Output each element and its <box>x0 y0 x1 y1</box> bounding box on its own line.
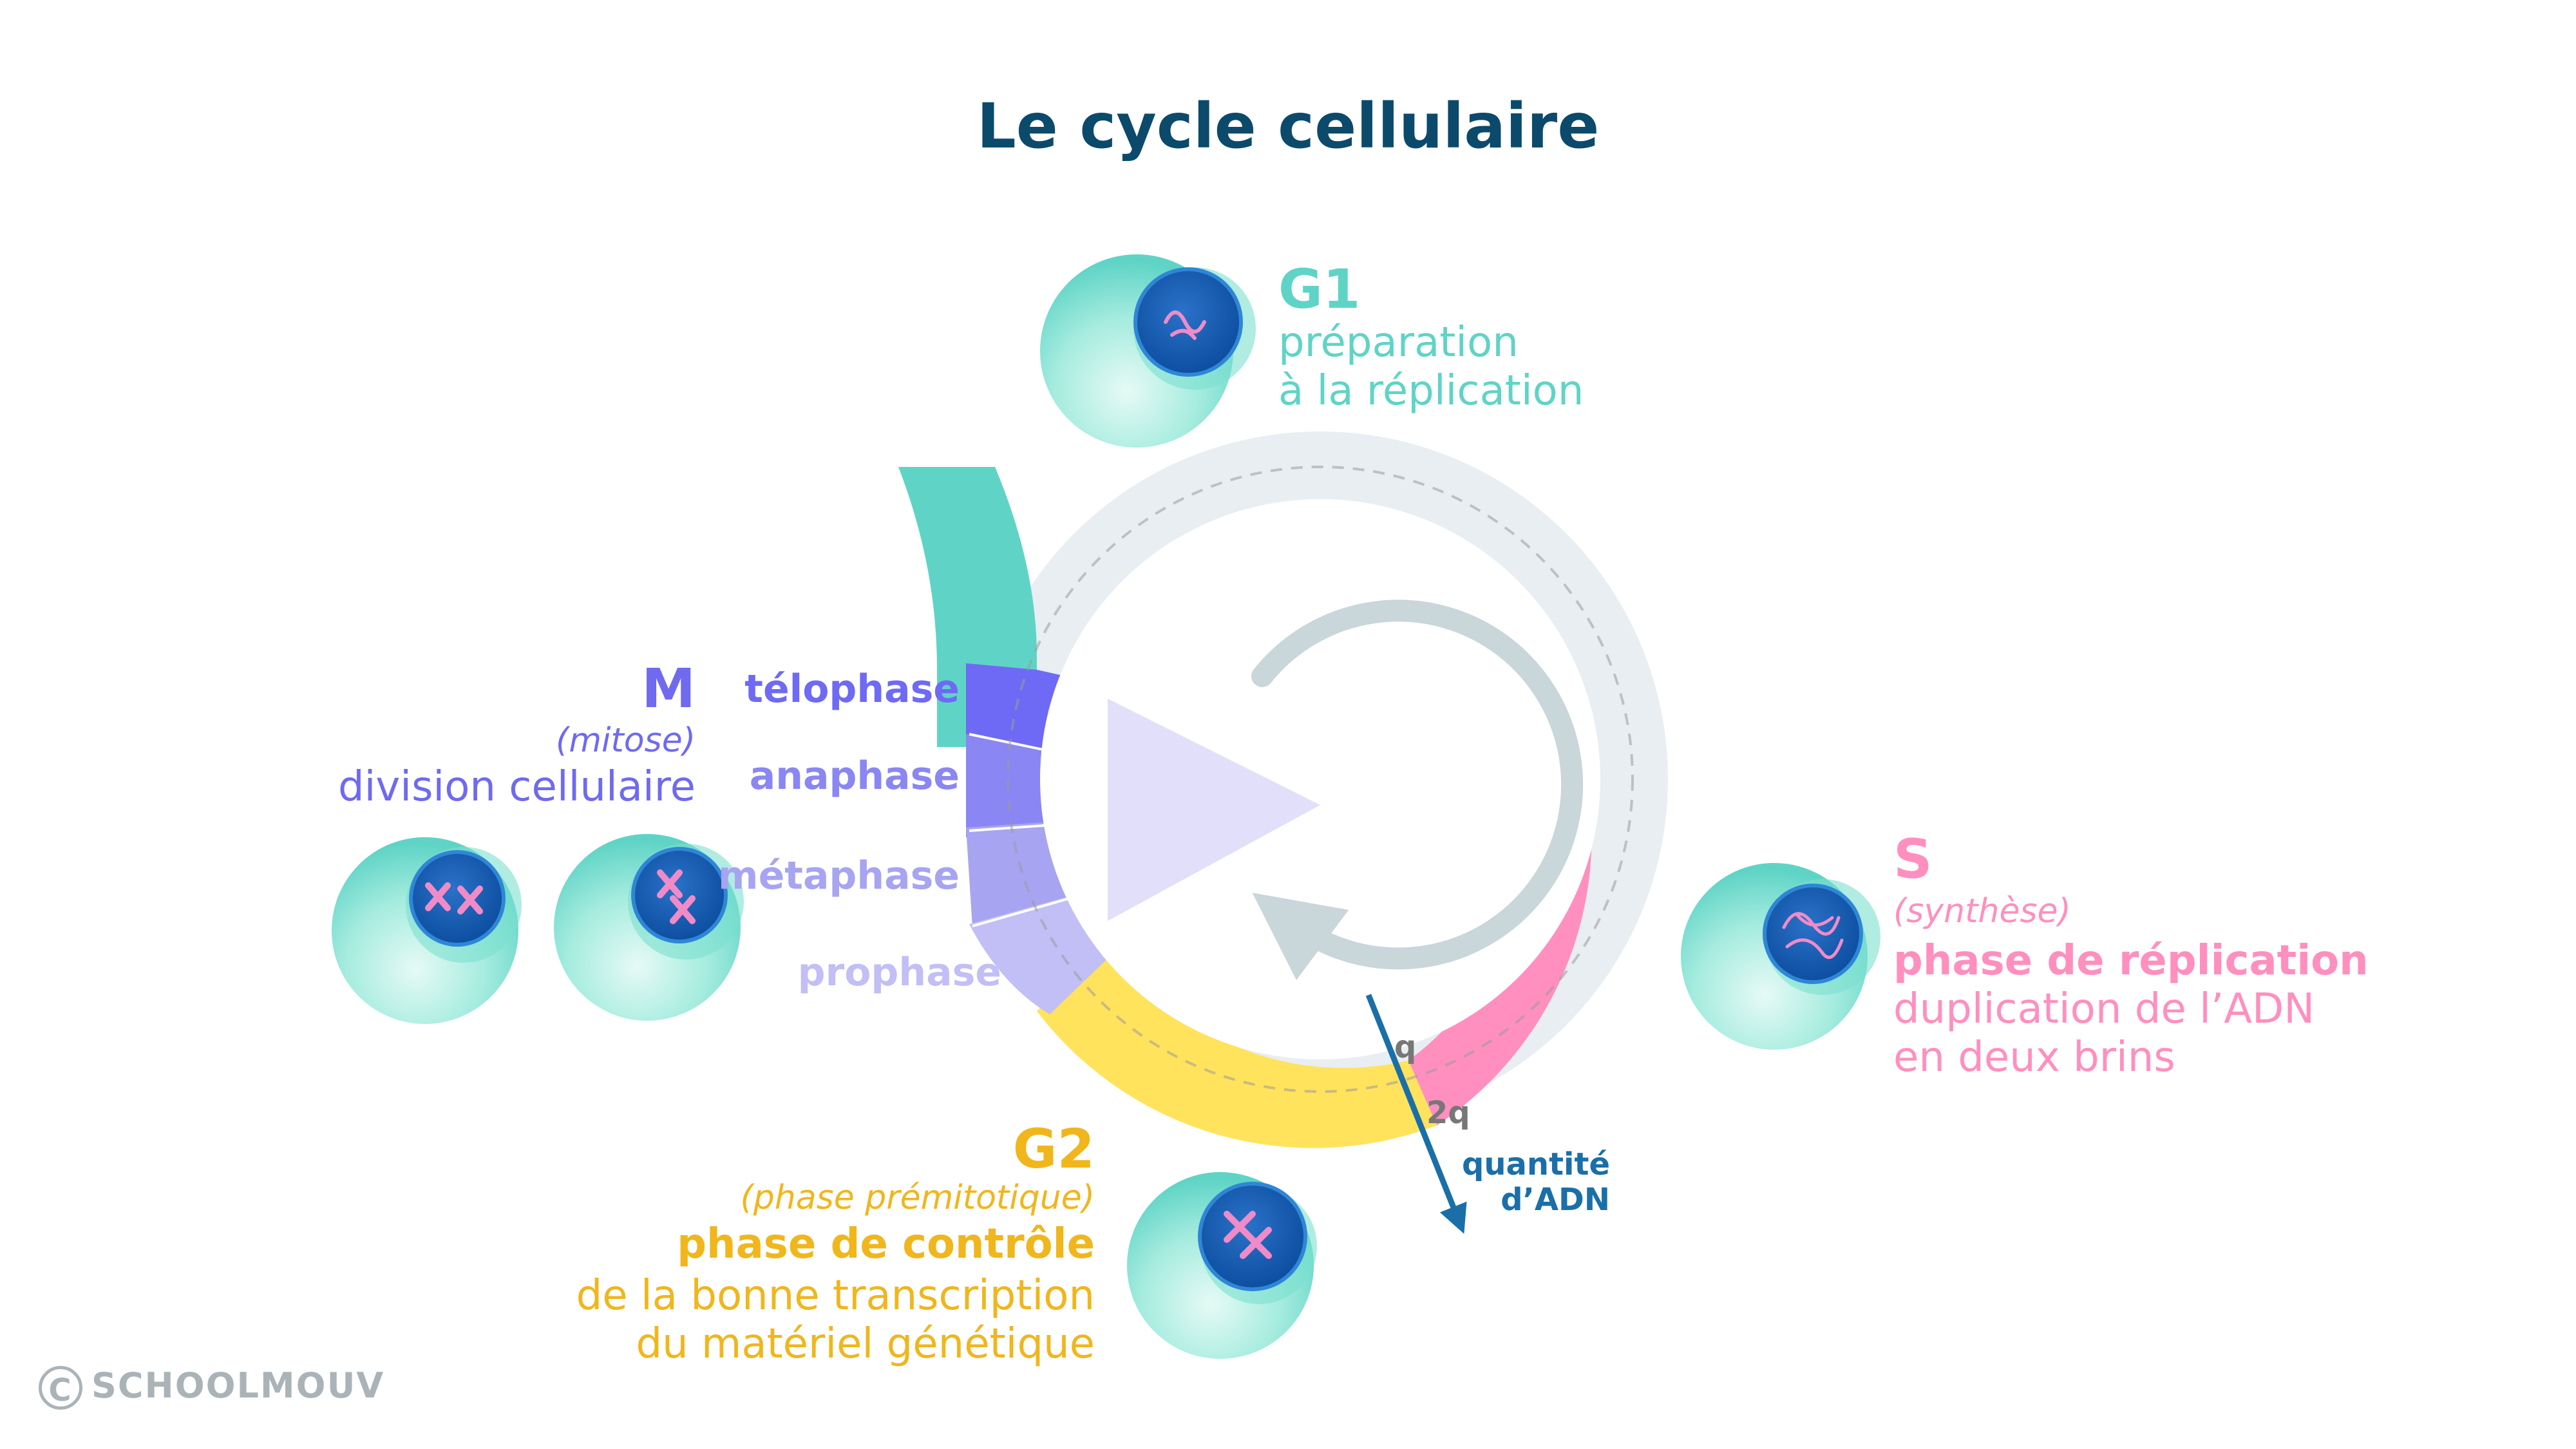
dna-axis-label-line: quantité <box>1462 1146 1610 1182</box>
g1-description-line: à la réplication <box>1278 367 1584 415</box>
g2-description-line: de la bonne transcription <box>576 1272 1095 1320</box>
g2-subtitle: (phase prémitotique) <box>740 1179 1095 1217</box>
mitosis-wedge <box>1108 699 1320 921</box>
g2-cell <box>1121 1166 1320 1365</box>
chromatin-icon <box>1164 310 1206 340</box>
s-subtitle: (synthèse) <box>1893 892 2071 931</box>
s-label: S <box>1893 828 1933 891</box>
g2-description-line: du matériel génétique <box>636 1320 1095 1368</box>
g2-heading: phase de contrôle <box>677 1220 1095 1268</box>
g1-label: G1 <box>1278 258 1361 321</box>
chromosome-icon <box>657 869 696 924</box>
dna-axis-tick-q: q <box>1394 1029 1417 1065</box>
dna-quantity-axis <box>1365 994 1467 1234</box>
page-title: Le cycle cellulaire <box>976 90 1600 162</box>
m-description: division cellulaire <box>338 763 696 811</box>
s-heading: phase de réplication <box>1893 937 2369 985</box>
s-description-line: en deux brins <box>1893 1034 2175 1081</box>
chromosome-icon <box>425 882 483 914</box>
m-subtitle: (mitose) <box>556 721 696 760</box>
watermark-text: SCHOOLMOUV <box>91 1365 385 1406</box>
dna-q-dashed-line <box>1007 466 1634 1093</box>
copyright-icon: C <box>39 1366 82 1410</box>
s-nucleus <box>1763 884 1863 984</box>
s-cell <box>1674 857 1880 1056</box>
tangled-dna-icon <box>1782 912 1844 960</box>
g2-phase-arc <box>1037 939 1437 1148</box>
stage-label-telophase: télophase <box>744 667 960 712</box>
g1-description-line: préparation <box>1278 319 1519 366</box>
cycle-inner-disc <box>1040 499 1600 1059</box>
m-cell-right <box>547 828 747 1027</box>
stage-label-anaphase: anaphase <box>749 753 960 799</box>
stage-label-metaphase: métaphase <box>718 853 960 898</box>
s-description-line: duplication de l’ADN <box>1893 985 2315 1033</box>
m-label: M <box>641 657 696 720</box>
m-cell-left <box>325 831 525 1030</box>
g2-label: G2 <box>1012 1117 1095 1180</box>
dna-axis-label-line: d’ADN <box>1501 1182 1610 1218</box>
dna-axis-tick-2q: 2q <box>1426 1095 1470 1131</box>
stage-label-prophase: prophase <box>797 950 1001 995</box>
m-nucleus-left <box>409 850 506 947</box>
g1-cell <box>1034 248 1256 454</box>
cycle-direction-arrow <box>1251 600 1584 981</box>
g1-nucleus <box>1133 267 1243 377</box>
chromosome-icon <box>1224 1211 1272 1259</box>
